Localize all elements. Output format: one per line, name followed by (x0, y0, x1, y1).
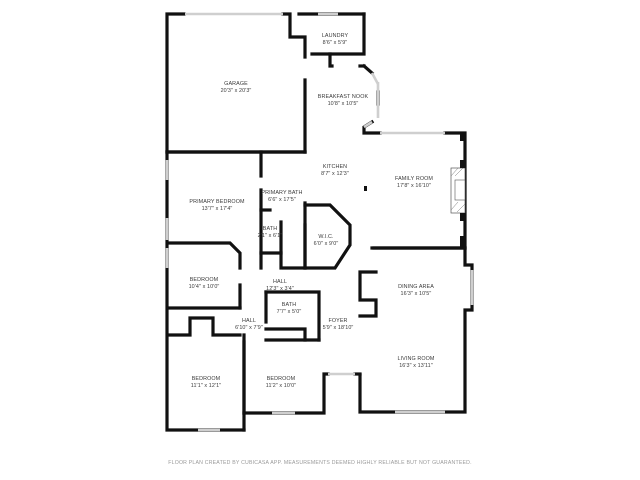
room-label-wic: W.I.C.6'0" x 9'0" (313, 234, 339, 247)
walls (165, 12, 474, 432)
footer-disclaimer: FLOOR PLAN CREATED BY CUBICASA APP. MEAS… (168, 460, 472, 466)
fireplace-icon (450, 167, 466, 214)
wall-columns (364, 133, 466, 248)
windows (165, 12, 474, 432)
